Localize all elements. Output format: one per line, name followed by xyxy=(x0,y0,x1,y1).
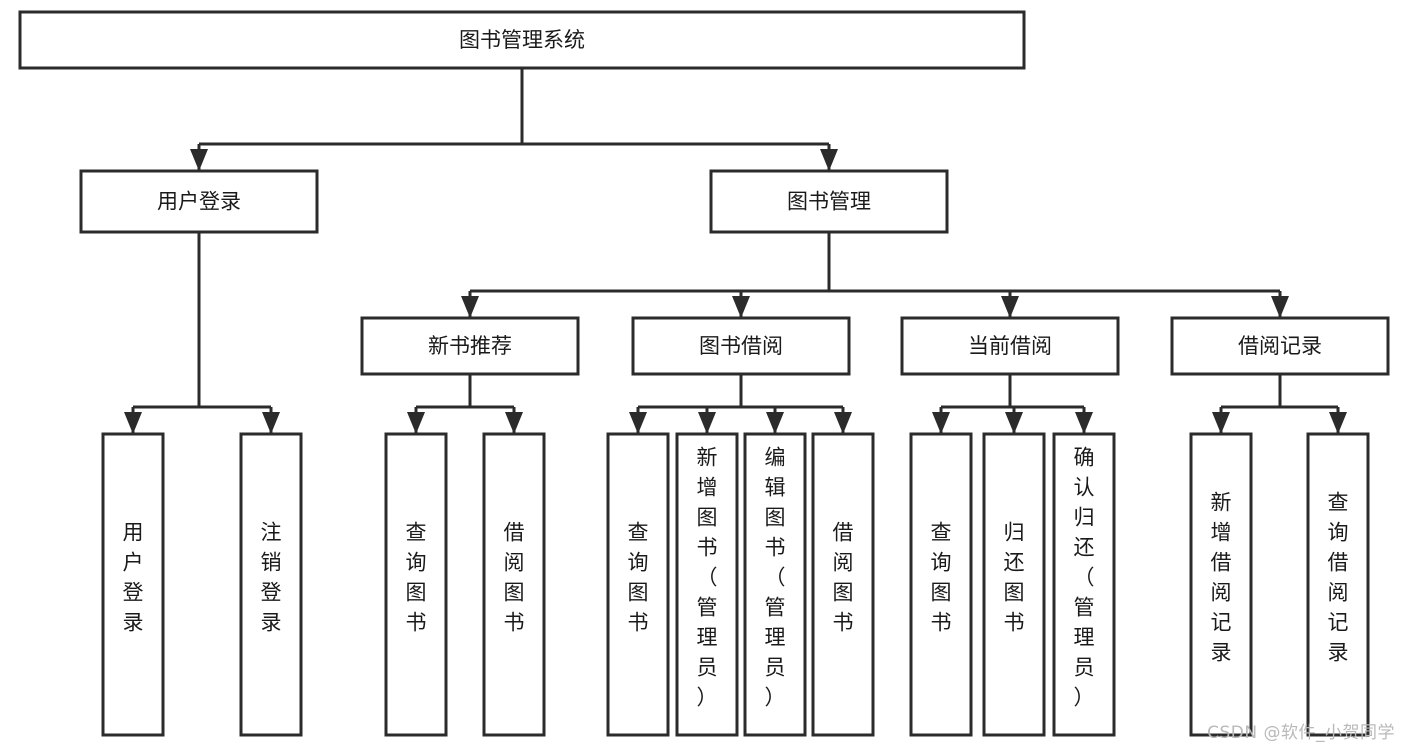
node-label: 借阅图书 xyxy=(504,521,525,635)
node-label: 查询图书 xyxy=(931,521,952,635)
node-box xyxy=(675,432,739,737)
node-leaf-confirm-return[interactable]: 确认归还（管理员） xyxy=(1052,432,1116,737)
node-label: 查询图书 xyxy=(406,521,427,635)
node-label: 查询图书 xyxy=(628,521,649,635)
arrow-head-icon xyxy=(1212,412,1230,434)
node-new-book-rec[interactable]: 新书推荐 xyxy=(360,316,580,376)
node-box xyxy=(1189,432,1253,737)
node-leaf-borrow-book-1[interactable]: 借阅图书 xyxy=(482,432,546,737)
edge-group-new-book-rec xyxy=(407,374,523,434)
node-leaf-add-record[interactable]: 新增借阅记录 xyxy=(1189,432,1253,737)
node-box xyxy=(1170,316,1390,376)
node-borrow-record[interactable]: 借阅记录 xyxy=(1170,316,1390,376)
node-label: 注销登录 xyxy=(261,521,282,635)
arrow-head-icon xyxy=(932,412,950,434)
arrow-head-icon xyxy=(505,412,523,434)
arrow-head-icon xyxy=(407,412,425,434)
node-leaf-edit-book[interactable]: 编辑图书（管理员） xyxy=(743,432,807,737)
node-box xyxy=(1306,432,1370,737)
node-box xyxy=(743,432,807,737)
arrow-head-icon xyxy=(262,412,280,434)
node-label: 借阅图书 xyxy=(833,521,854,635)
node-leaf-query-book-1[interactable]: 查询图书 xyxy=(384,432,448,737)
node-label: 图书管理 xyxy=(787,190,871,214)
arrow-head-icon xyxy=(766,412,784,434)
node-label: 确认归还（管理员） xyxy=(1074,446,1095,710)
node-box xyxy=(606,432,670,737)
arrow-head-icon xyxy=(732,296,750,318)
node-label: 编辑图书（管理员） xyxy=(765,446,786,710)
node-label: 用户登录 xyxy=(123,521,144,635)
node-label: 新增图书（管理员） xyxy=(697,446,718,710)
node-current-borrow[interactable]: 当前借阅 xyxy=(900,316,1120,376)
node-box xyxy=(239,432,303,737)
arrow-head-icon xyxy=(1075,412,1093,434)
arrow-head-icon xyxy=(124,412,142,434)
node-layer: 图书管理系统用户登录图书管理新书推荐图书借阅当前借阅借阅记录用户登录注销登录查询… xyxy=(18,10,1390,737)
arrow-head-icon xyxy=(629,412,647,434)
edge-group-book-borrow xyxy=(629,374,852,434)
node-box xyxy=(909,432,973,737)
node-box xyxy=(18,10,1026,70)
node-label: 新增借阅记录 xyxy=(1211,491,1232,665)
arrow-head-icon xyxy=(461,296,479,318)
node-leaf-return-book[interactable]: 归还图书 xyxy=(982,432,1046,737)
edge-group-root xyxy=(190,68,838,171)
node-box xyxy=(79,169,319,234)
node-box xyxy=(482,432,546,737)
arrow-head-icon xyxy=(820,149,838,171)
node-label: 图书借阅 xyxy=(699,334,783,358)
edge-group-book-mgmt xyxy=(461,232,1289,318)
node-leaf-query-book-2[interactable]: 查询图书 xyxy=(606,432,670,737)
node-box xyxy=(360,316,580,376)
node-label: 图书管理系统 xyxy=(459,28,585,52)
node-leaf-add-book[interactable]: 新增图书（管理员） xyxy=(675,432,739,737)
node-leaf-user-logout[interactable]: 注销登录 xyxy=(239,432,303,737)
node-box xyxy=(811,432,875,737)
node-box xyxy=(982,432,1046,737)
arrow-head-icon xyxy=(1329,412,1347,434)
node-user-login[interactable]: 用户登录 xyxy=(79,169,319,234)
connector-layer xyxy=(124,68,1347,434)
node-label: 新书推荐 xyxy=(428,334,512,358)
arrow-head-icon xyxy=(1271,296,1289,318)
arrow-head-icon xyxy=(834,412,852,434)
node-label: 用户登录 xyxy=(157,190,241,214)
edge-group-user-login xyxy=(124,232,280,434)
arrow-head-icon xyxy=(1005,412,1023,434)
node-book-borrow[interactable]: 图书借阅 xyxy=(631,316,851,376)
node-box xyxy=(1052,432,1116,737)
arrow-head-icon xyxy=(190,149,208,171)
edge-group-borrow-record xyxy=(1212,374,1347,434)
node-book-mgmt[interactable]: 图书管理 xyxy=(709,169,949,234)
node-box xyxy=(709,169,949,234)
node-box xyxy=(384,432,448,737)
node-box xyxy=(631,316,851,376)
node-box xyxy=(101,432,165,737)
node-leaf-borrow-book-2[interactable]: 借阅图书 xyxy=(811,432,875,737)
node-leaf-query-book-3[interactable]: 查询图书 xyxy=(909,432,973,737)
edge-group-current-borrow xyxy=(932,374,1093,434)
node-root[interactable]: 图书管理系统 xyxy=(18,10,1026,70)
node-label: 当前借阅 xyxy=(968,334,1052,358)
arrow-head-icon xyxy=(1001,296,1019,318)
node-label: 归还图书 xyxy=(1004,521,1025,635)
arrow-head-icon xyxy=(698,412,716,434)
node-label: 查询借阅记录 xyxy=(1328,491,1349,665)
node-leaf-user-login[interactable]: 用户登录 xyxy=(101,432,165,737)
node-leaf-query-record[interactable]: 查询借阅记录 xyxy=(1306,432,1370,737)
node-box xyxy=(900,316,1120,376)
node-label: 借阅记录 xyxy=(1238,334,1322,358)
